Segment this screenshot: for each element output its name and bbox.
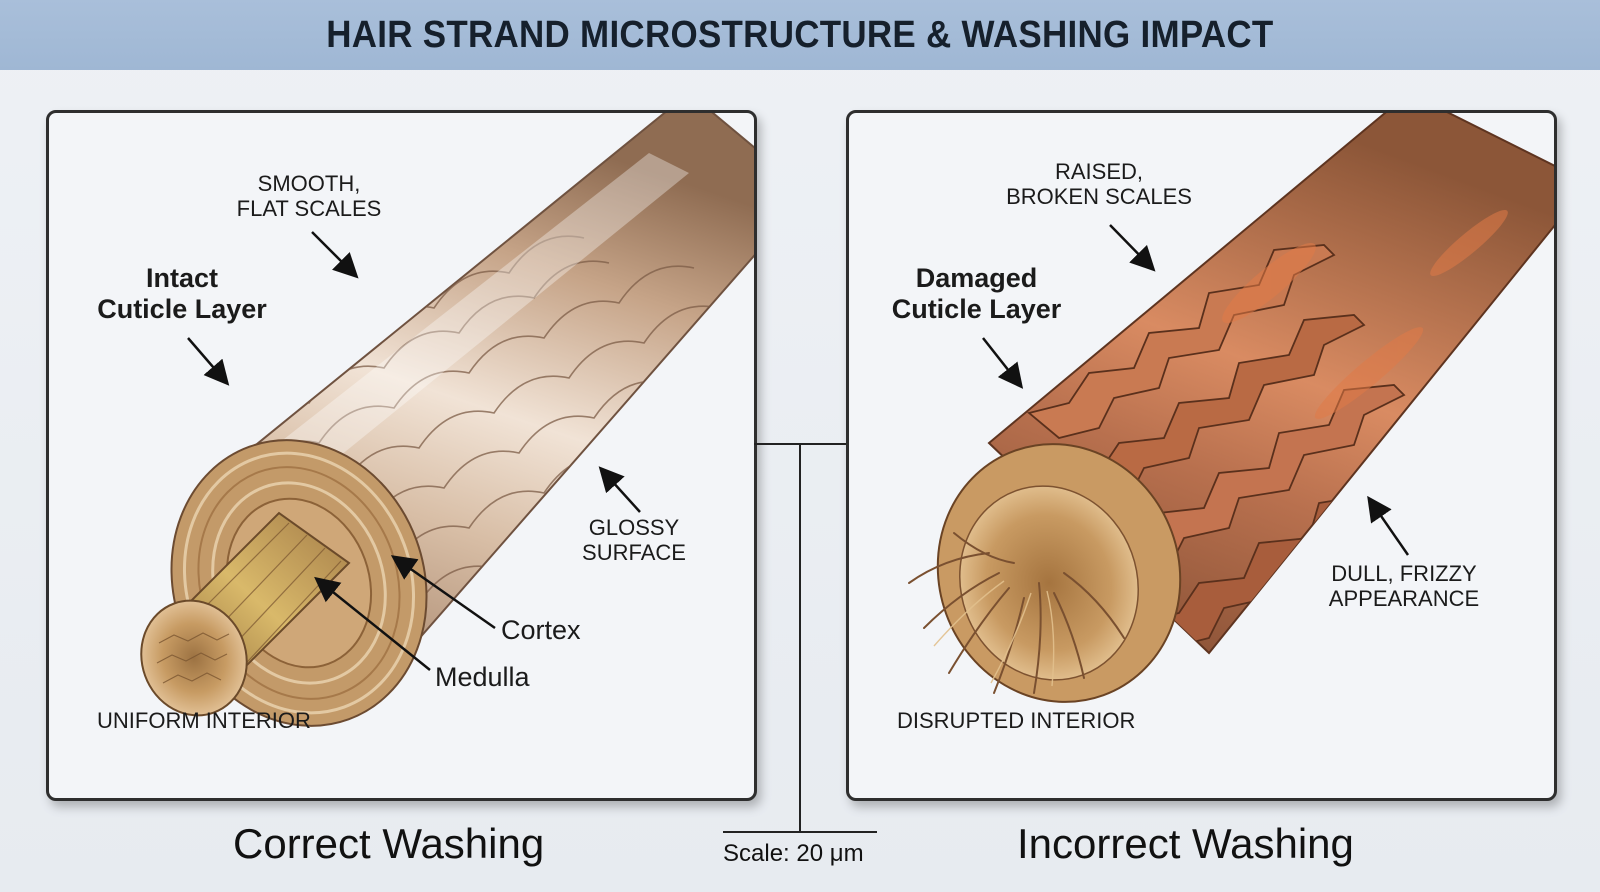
label-damaged-cuticle-layer: Damaged Cuticle Layer xyxy=(879,263,1074,325)
panel-correct-washing: SMOOTH, FLAT SCALES Intact Cuticle Layer… xyxy=(46,110,757,801)
caption-correct-washing: Correct Washing xyxy=(233,820,545,867)
label-medulla: Medulla xyxy=(435,662,530,692)
label-line: DULL, FRIZZY xyxy=(1331,561,1477,586)
label-raised-broken-scales: RAISED, BROKEN SCALES xyxy=(994,159,1204,210)
damaged-hair-illustration xyxy=(908,113,1554,703)
label-line: Damaged xyxy=(915,263,1038,293)
label-intact-cuticle-layer: Intact Cuticle Layer xyxy=(87,263,277,325)
page-title: HAIR STRAND MICROSTRUCTURE & WASHING IMP… xyxy=(326,13,1274,56)
label-line: FLAT SCALES xyxy=(236,196,382,222)
label-glossy-surface: GLOSSY SURFACE xyxy=(569,515,699,566)
healthy-hair-illustration xyxy=(140,113,754,727)
label-line: Cuticle Layer xyxy=(891,294,1062,325)
label-line: APPEARANCE xyxy=(1328,586,1480,612)
label-line: SMOOTH, xyxy=(257,171,361,196)
label-uniform-interior: UNIFORM INTERIOR xyxy=(97,708,311,733)
label-cortex: Cortex xyxy=(501,615,581,645)
label-line: SURFACE xyxy=(582,540,686,566)
label-line: Cuticle Layer xyxy=(97,294,267,325)
label-dull-frizzy-appearance: DULL, FRIZZY APPEARANCE xyxy=(1319,561,1489,612)
label-line: BROKEN SCALES xyxy=(1006,184,1192,210)
scale-label: Scale: 20 μm xyxy=(723,840,864,867)
label-line: GLOSSY xyxy=(588,515,680,540)
label-disrupted-interior: DISRUPTED INTERIOR xyxy=(897,708,1136,733)
title-bar: HAIR STRAND MICROSTRUCTURE & WASHING IMP… xyxy=(0,0,1600,70)
panel-incorrect-washing: RAISED, BROKEN SCALES Damaged Cuticle La… xyxy=(846,110,1557,801)
label-line: RAISED, xyxy=(1054,159,1144,184)
label-line: Intact xyxy=(145,263,218,293)
label-smooth-flat-scales: SMOOTH, FLAT SCALES xyxy=(224,171,394,222)
caption-incorrect-washing: Incorrect Washing xyxy=(1017,820,1354,867)
